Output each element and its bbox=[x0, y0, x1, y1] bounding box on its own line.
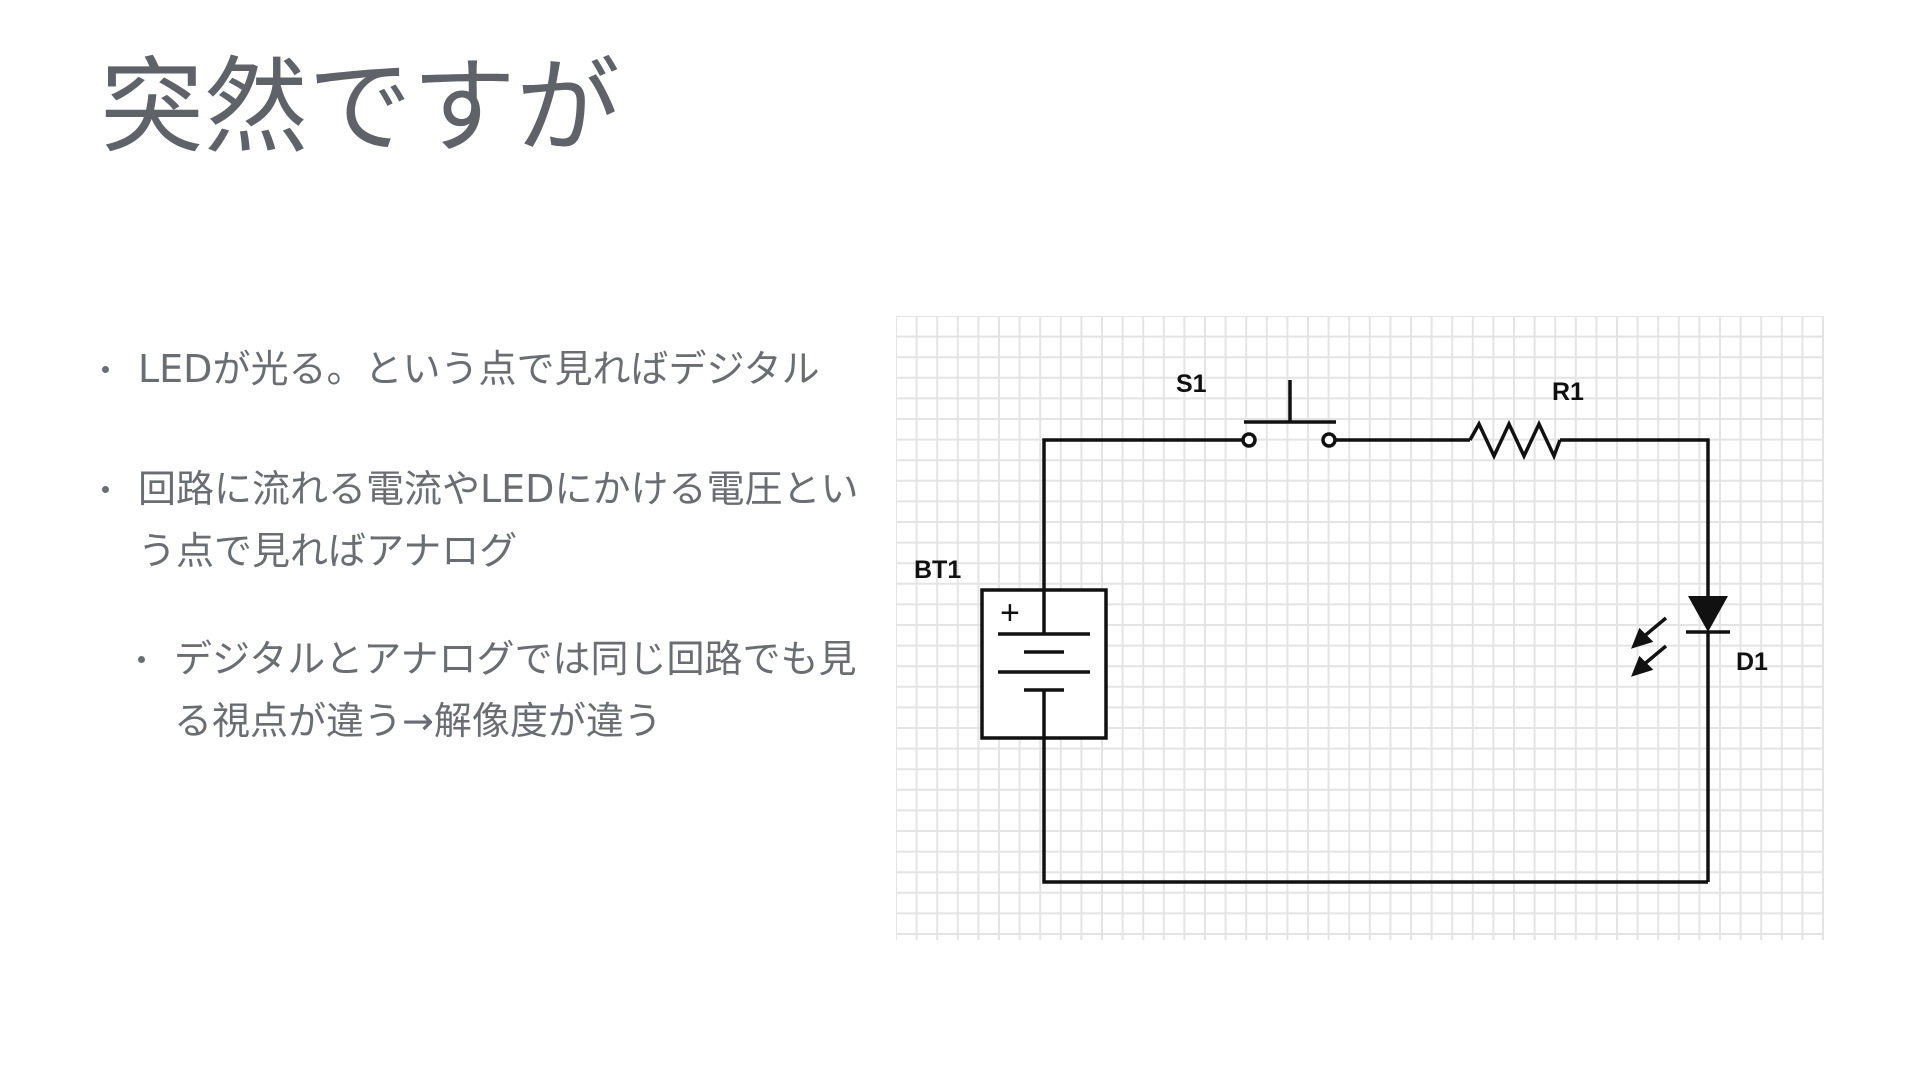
wire-bottom bbox=[1042, 738, 1708, 884]
label-d1: D1 bbox=[1736, 648, 1768, 676]
diode-d1 bbox=[1631, 596, 1730, 677]
circuit-diagram: + S1 R1 BT1 D1 bbox=[896, 316, 1824, 940]
bullet-dot-icon bbox=[102, 366, 109, 373]
label-bt1: BT1 bbox=[914, 556, 961, 584]
bullet-item: 回路に流れる電流やLEDにかける電圧という点で見ればアナログ bbox=[100, 458, 870, 582]
bullet-dot-icon bbox=[138, 656, 145, 663]
wire-top-left bbox=[1042, 438, 1242, 590]
sub-bullet-item: デジタルとアナログでは同じ回路でも見る視点が違う→解像度が違う bbox=[136, 628, 870, 752]
battery-bt1: + bbox=[980, 588, 1108, 740]
label-r1: R1 bbox=[1552, 378, 1584, 406]
diode-triangle bbox=[1688, 596, 1728, 632]
wire-top-right bbox=[1560, 438, 1710, 596]
battery-plus-label: + bbox=[1000, 594, 1020, 632]
label-s1: S1 bbox=[1176, 370, 1207, 398]
bullet-text: 回路に流れる電流やLEDにかける電圧という点で見ればアナログ bbox=[138, 467, 859, 573]
slide-title: 突然ですが bbox=[100, 46, 621, 168]
bullet-dot-icon bbox=[102, 486, 109, 493]
led-light-arrows bbox=[1631, 616, 1668, 677]
switch-terminal-left bbox=[1241, 432, 1257, 448]
circuit-wires bbox=[1042, 438, 1710, 884]
bullet-item: LEDが光る。という点で見ればデジタル bbox=[100, 338, 870, 400]
resistor-r1 bbox=[1468, 419, 1562, 461]
bullet-text: LEDが光る。という点で見ればデジタル bbox=[138, 347, 820, 391]
bullet-text: デジタルとアナログでは同じ回路でも見る視点が違う→解像度が違う bbox=[174, 637, 857, 743]
switch-terminal-right bbox=[1321, 432, 1337, 448]
bullet-list: LEDが光る。という点で見ればデジタル 回路に流れる電流やLEDにかける電圧とい… bbox=[100, 338, 870, 810]
switch-s1 bbox=[1241, 380, 1337, 448]
